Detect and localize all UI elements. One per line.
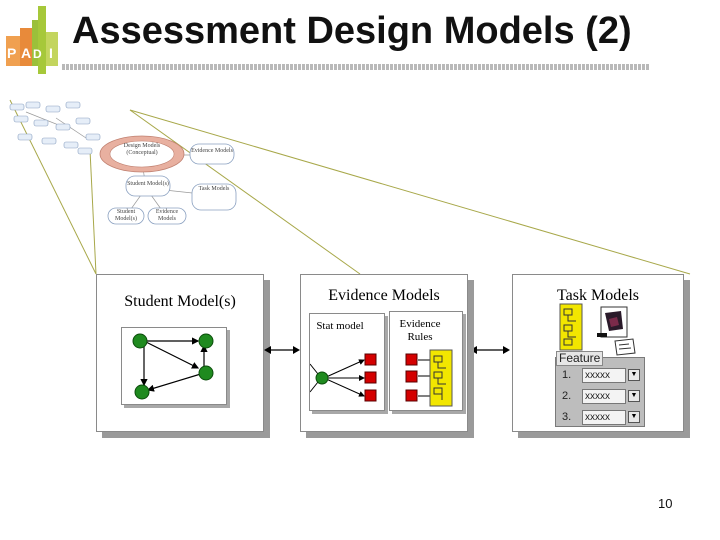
title-divider	[62, 64, 650, 70]
dropdown-arrow-icon[interactable]: ▼	[628, 411, 640, 423]
svg-text:A: A	[21, 45, 31, 61]
svg-text:I: I	[49, 45, 53, 61]
student-model-panel: Student Model(s)	[96, 274, 264, 432]
evidence-rules-label: Evidence Rules	[399, 318, 441, 343]
stat-model-card: Stat model	[309, 313, 385, 411]
slide-title: Assessment Design Models (2)	[72, 10, 632, 52]
feature-row-field[interactable]: xxxxx	[582, 389, 626, 404]
page-number: 10	[658, 496, 673, 511]
feature-row-num: 1.	[562, 369, 572, 381]
feature-row-num: 2.	[562, 390, 572, 402]
mindmap-node-4: Student Model(s)	[115, 209, 137, 222]
evidence-rules-graphic	[405, 349, 453, 407]
task-model-title: Task Models	[557, 287, 639, 304]
feature-row-2: 2. xxxxx ▼	[560, 389, 642, 405]
stat-model-network	[310, 353, 377, 402]
svg-text:D: D	[33, 47, 42, 61]
mindmap-node-3: Task Models	[198, 186, 230, 192]
evidence-task-arrow	[470, 346, 510, 354]
task-model-panel: Task Models Feature 1. xxxxx ▼ 2. xxxxx …	[512, 274, 684, 432]
mindmap-node-1: Evidence Models	[191, 148, 233, 154]
feature-row-field[interactable]: xxxxx	[582, 368, 626, 383]
student-model-network	[132, 333, 214, 400]
student-model-title: Student Model(s)	[124, 293, 236, 310]
svg-text:P: P	[7, 45, 16, 61]
feature-row-1: 1. xxxxx ▼	[560, 368, 642, 384]
mindmap-graph	[9, 101, 237, 225]
task-image-icon	[597, 306, 628, 338]
student-model-graph-card	[121, 327, 227, 405]
mindmap-node-2: Student Model(s)	[127, 181, 169, 187]
feature-panel: Feature 1. xxxxx ▼ 2. xxxxx ▼ 3. xxxxx ▼	[555, 351, 645, 427]
feature-row-num: 3.	[562, 411, 572, 423]
mindmap-central-node: Design Models (Conceptual)	[123, 143, 161, 156]
evidence-model-panel: Evidence Models Stat model Evidence Rule…	[300, 274, 468, 432]
mindmap-node-5: Evidence Models	[155, 209, 179, 222]
evidence-model-title: Evidence Models	[328, 287, 440, 304]
feature-row-3: 3. xxxxx ▼	[560, 410, 642, 426]
task-document-icon	[614, 338, 636, 356]
task-flowchart-icon	[559, 303, 583, 351]
feature-row-field[interactable]: xxxxx	[582, 410, 626, 425]
feature-label: Feature	[556, 351, 604, 366]
padi-logo: P A D I	[6, 6, 58, 74]
dropdown-arrow-icon[interactable]: ▼	[628, 369, 640, 381]
dropdown-arrow-icon[interactable]: ▼	[628, 390, 640, 402]
mindmap-thumbnail: Design Models (Conceptual) Evidence Mode…	[6, 98, 242, 234]
stat-model-label: Stat model	[316, 320, 364, 332]
student-evidence-arrow	[264, 346, 300, 354]
evidence-rules-card: Evidence Rules	[389, 311, 463, 411]
